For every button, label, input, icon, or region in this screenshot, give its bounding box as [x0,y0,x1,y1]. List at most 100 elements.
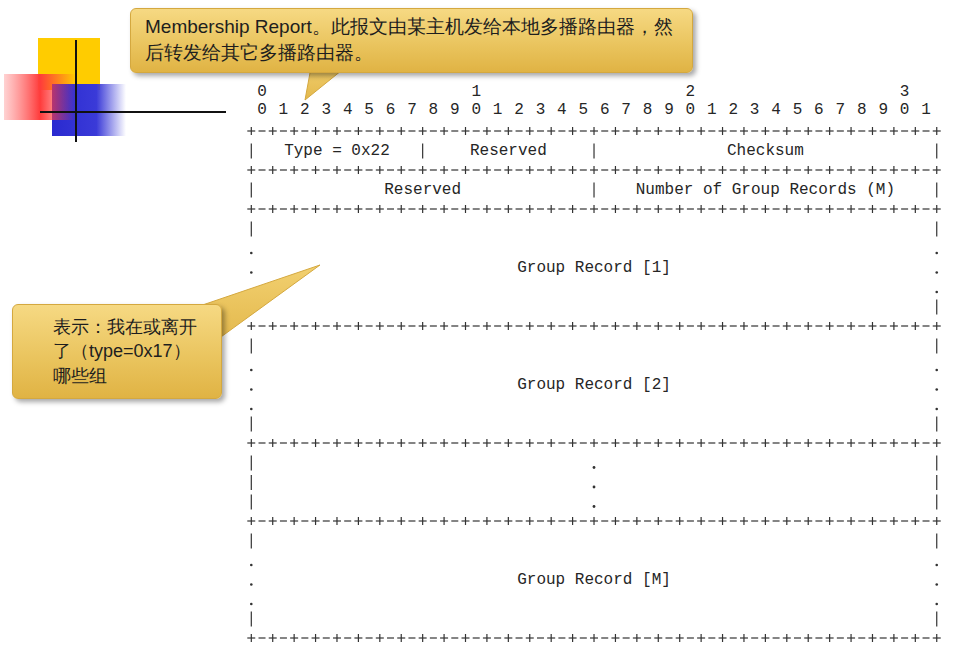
grid-dash [687,520,694,521]
grid-plus [529,205,530,213]
grid-plus [915,166,916,174]
grid-dash [601,325,608,326]
grid-bar [936,495,937,510]
grid-dash [259,442,266,443]
grid-dash [751,208,758,209]
grid-plus [572,322,573,330]
grid-plus [529,127,530,135]
grid-bar [251,475,252,490]
grid-plus [701,127,702,135]
grid-plus [679,127,680,135]
grid-plus [658,322,659,330]
grid-plus [379,166,380,174]
grid-plus [572,634,573,642]
grid-dash [473,325,480,326]
grid-bar [936,456,937,471]
grid-dash [837,130,844,131]
grid-dash [280,130,287,131]
grid-plus [401,205,402,213]
grid-plus [443,439,444,447]
grid-dash [794,520,801,521]
grid-plus [486,322,487,330]
grid-plus [743,439,744,447]
grid-dash [537,325,544,326]
grid-dash [923,208,930,209]
grid-plus [508,127,509,135]
grid-plus [636,634,637,642]
grid-dash [880,520,887,521]
grid-dash [580,637,587,638]
grid-plus [743,322,744,330]
grid-plus [422,439,423,447]
grid-plus [808,322,809,330]
grid-plus [786,517,787,525]
grid-plus [336,322,337,330]
node-text: Type = 0x22 [284,142,390,160]
grid-dash [494,325,501,326]
grid-plus [465,634,466,642]
grid-dot [250,271,253,274]
grid-dash [280,637,287,638]
grid-dash [366,637,373,638]
grid-dash [430,637,437,638]
grid-plus [251,322,252,330]
grid-plus [829,517,830,525]
grid-dash [858,130,865,131]
grid-dash [730,169,737,170]
grid-plus [829,205,830,213]
grid-dash [794,130,801,131]
grid-plus [765,634,766,642]
grid-bar [936,300,937,315]
grid-dash [344,637,351,638]
grid-dash [387,208,394,209]
grid-dash [730,208,737,209]
grid-dash [344,520,351,521]
grid-bar [251,495,252,510]
grid-plus [336,439,337,447]
grid-plus [379,517,380,525]
grid-plus [679,322,680,330]
grid-plus [936,205,937,213]
grid-dash [408,520,415,521]
grid-plus [443,322,444,330]
grid-plus [401,127,402,135]
grid-bar [251,456,252,471]
grid-dash [623,130,630,131]
grid-dash [815,520,822,521]
grid-plus [679,166,680,174]
grid-plus [808,439,809,447]
grid-plus [422,205,423,213]
grid-plus [786,322,787,330]
grid-plus [786,127,787,135]
grid-plus [508,439,509,447]
grid-plus [443,634,444,642]
grid-plus [679,634,680,642]
grid-plus [829,439,830,447]
grid-plus [551,205,552,213]
grid-dash [387,442,394,443]
grid-bar [251,612,252,627]
grid-plus [508,205,509,213]
node-text: Reserved [470,142,547,160]
grid-dash [430,442,437,443]
grid-dot [935,603,938,606]
grid-dash [301,169,308,170]
grid-dash [923,520,930,521]
grid-dash [473,130,480,131]
cross-line [75,40,77,142]
grid-dash [537,637,544,638]
grid-dash [815,637,822,638]
grid-plus [272,634,273,642]
grid-dash [601,208,608,209]
grid-plus [593,517,594,525]
grid-dash [901,325,908,326]
grid-plus [294,166,295,174]
grid-plus [593,322,594,330]
grid-dot [935,291,938,294]
grid-dash [558,325,565,326]
grid-dash [537,130,544,131]
grid-dash [430,130,437,131]
grid-plus [829,634,830,642]
grid-dash [644,169,651,170]
grid-dash [580,130,587,131]
